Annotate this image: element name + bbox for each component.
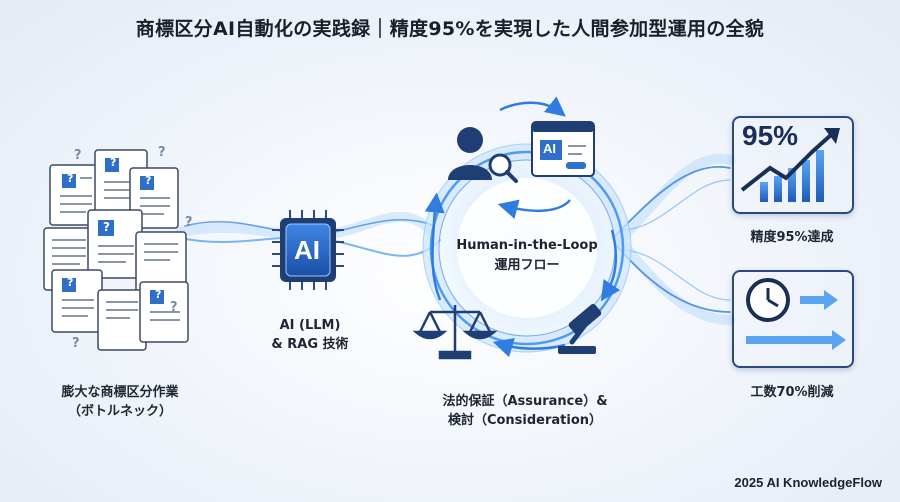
reviewer-icon [448, 127, 518, 183]
loop-ring-line [429, 150, 625, 346]
ai-chip-text: AI [294, 235, 320, 265]
accuracy-label: 精度95%達成 [750, 230, 834, 245]
document-icon [139, 281, 189, 343]
question-mark: ? [185, 215, 193, 230]
document-icon [49, 164, 99, 226]
question-mark: ? [67, 276, 74, 289]
ai-tech-label: AI (LLM) & RAG 技術 [240, 316, 380, 354]
effort-card [732, 270, 854, 368]
question-mark: ? [110, 156, 117, 169]
reduction-arrows-icon [746, 290, 846, 350]
ai-chip-icon [272, 210, 344, 290]
question-mark: ? [145, 174, 152, 187]
bottleneck-label-line1: 膨大な商標区分作業 [61, 385, 179, 400]
question-mark: ? [103, 220, 110, 234]
scales-icon [412, 305, 498, 360]
document-stack [43, 149, 189, 351]
loop-center-line2: 運用フロー [494, 258, 560, 273]
ai-tech-label-line1: AI (LLM) [279, 318, 341, 333]
assurance-label-line2: 検討（Consideration） [447, 413, 603, 428]
page-title: 商標区分AI自動化の実践録｜精度95%を実現した人間参加型運用の全貌 [135, 18, 765, 40]
ai-screen-text: AI [543, 141, 556, 156]
question-mark: ? [155, 288, 162, 301]
loop-arrows [424, 96, 621, 358]
clock-icon [746, 278, 790, 322]
loop-center-line1: Human-in-the-Loop [456, 238, 598, 253]
bottleneck-label: 膨大な商標区分作業 （ボトルネック） [30, 383, 210, 421]
accuracy-value: 95% [742, 120, 799, 151]
ai-screen-icon [531, 121, 595, 177]
question-mark: ? [72, 336, 80, 351]
ai-tech-label-line2: & RAG 技術 [271, 337, 349, 352]
effort-label: 工数70%削減 [750, 385, 834, 400]
document-icon [51, 269, 103, 333]
bottleneck-label-line2: （ボトルネック） [67, 404, 172, 419]
question-mark: ? [74, 148, 82, 163]
question-mark: ? [170, 300, 178, 315]
assurance-label-line1: 法的保証（Assurance）& [442, 394, 608, 409]
accuracy-card [732, 116, 854, 214]
question-mark: ? [158, 145, 166, 160]
document-icon [97, 289, 147, 351]
growth-chart-icon [740, 128, 840, 202]
footer-credit: 2025 AI KnowledgeFlow [734, 475, 882, 490]
document-icon [87, 209, 143, 279]
gavel-icon [558, 303, 602, 354]
question-mark: ? [67, 172, 74, 185]
assurance-label: 法的保証（Assurance）& 検討（Consideration） [400, 392, 650, 430]
loop-center-label: Human-in-the-Loop 運用フロー [437, 236, 617, 276]
